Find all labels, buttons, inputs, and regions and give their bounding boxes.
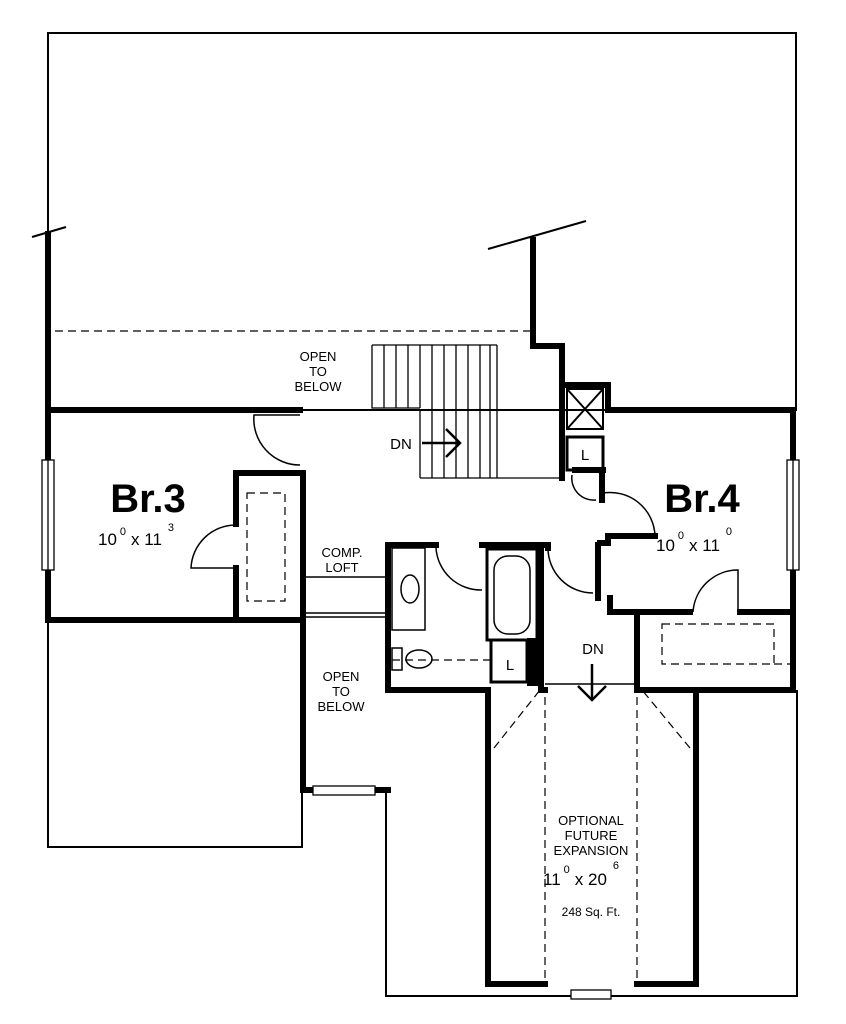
dark-block	[527, 638, 541, 686]
comp-loft	[303, 576, 388, 618]
stair-dn-arrow-icon	[422, 428, 462, 458]
linen-label-1: L	[581, 447, 589, 464]
comp-loft-line1: COMP.	[322, 545, 363, 560]
windows	[41, 459, 800, 1000]
stairs	[300, 344, 560, 479]
expansion-line3: EXPANSION	[554, 843, 629, 858]
comp-loft-line2: LOFT	[325, 560, 358, 575]
vanity	[391, 547, 426, 631]
br4-name: Br.4	[664, 477, 740, 521]
arrows	[422, 428, 607, 702]
hall-dn-label: DN	[582, 641, 604, 658]
doors	[190, 414, 739, 613]
hall-dn-arrow-icon	[577, 664, 607, 702]
expansion-area: 248 Sq. Ft.	[562, 905, 621, 919]
open-to-below-bottom-line3: BELOW	[318, 699, 366, 714]
bathtub-inner	[493, 555, 531, 635]
open-to-below-top-line3: BELOW	[295, 379, 343, 394]
bath-fixtures	[391, 547, 539, 684]
expansion-line1: OPTIONAL	[558, 813, 624, 828]
toilet-icon	[405, 649, 433, 669]
sink-icon	[400, 574, 420, 604]
upper-roof-outline	[47, 32, 797, 411]
open-to-below-top-line1: OPEN	[300, 349, 337, 364]
open-to-below-bottom-line1: OPEN	[323, 669, 360, 684]
stair-dn-label: DN	[390, 436, 412, 453]
toilet-tank	[391, 647, 403, 671]
expansion-line2: FUTURE	[565, 828, 618, 843]
eave-lines	[31, 220, 587, 250]
linen-label-2: L	[506, 657, 514, 674]
walls	[45, 231, 796, 987]
dashed-lines	[55, 330, 790, 985]
linen-closet-lower	[489, 638, 529, 684]
linen-closet-upper	[565, 388, 605, 472]
br3-name: Br.3	[110, 477, 186, 521]
open-to-below-top-line2: TO	[309, 364, 327, 379]
left-lower-roof-outline	[47, 618, 303, 848]
open-to-below-bottom-line2: TO	[332, 684, 350, 699]
